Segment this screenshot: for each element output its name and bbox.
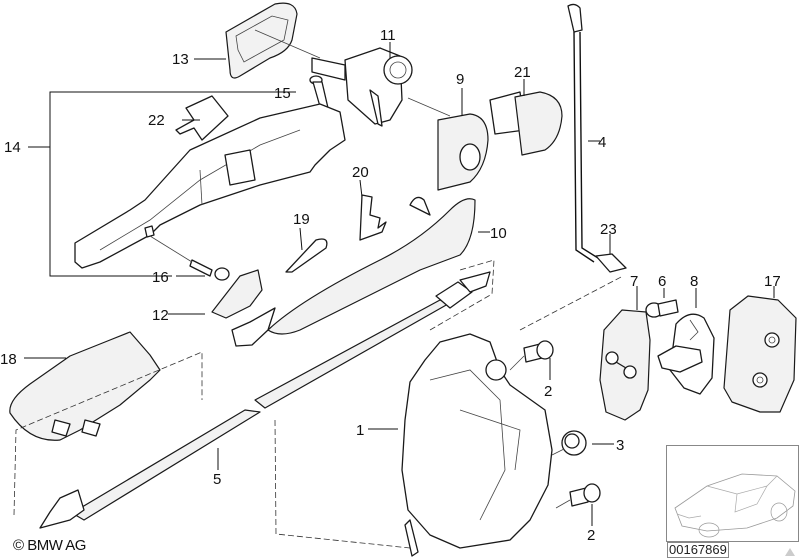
car-outline-icon xyxy=(674,473,796,538)
callout-21[interactable]: 21 xyxy=(514,64,531,81)
part-9-guide xyxy=(407,97,451,117)
callout-10[interactable]: 10 xyxy=(490,225,507,242)
part-13-guide xyxy=(254,29,321,59)
callout-7[interactable]: 7 xyxy=(630,273,638,290)
callout-11[interactable]: 11 xyxy=(380,27,396,44)
callout-4[interactable]: 4 xyxy=(598,134,606,151)
callout-2-lower[interactable]: 2 xyxy=(587,527,595,544)
guide-line-1 xyxy=(274,419,411,549)
callout-12[interactable]: 12 xyxy=(152,307,169,324)
part-2-screw-upper[interactable] xyxy=(523,340,554,363)
part-12-bracket[interactable] xyxy=(211,269,276,347)
callout-19[interactable]: 19 xyxy=(293,211,310,228)
part-3-guide xyxy=(551,448,565,456)
part-3-grommet[interactable] xyxy=(561,430,587,456)
guide-line-18 xyxy=(13,351,203,516)
callout-17[interactable]: 17 xyxy=(764,273,781,290)
part-19-spring[interactable] xyxy=(285,238,328,273)
callout-23[interactable]: 23 xyxy=(600,221,617,238)
part-8-striker[interactable] xyxy=(657,313,715,395)
leader-lines xyxy=(24,42,775,526)
part-15-screw[interactable] xyxy=(309,75,329,111)
callout-3[interactable]: 3 xyxy=(616,437,624,454)
part-2-upper-guide xyxy=(509,355,525,371)
part-2-lower-guide xyxy=(555,499,571,509)
callout-9[interactable]: 9 xyxy=(456,71,464,88)
part-18-inner-handle[interactable] xyxy=(9,331,161,441)
part-2-screw-lower[interactable] xyxy=(569,483,601,507)
part-11-lock-cylinder[interactable] xyxy=(311,47,413,127)
part-6-screw[interactable] xyxy=(645,299,679,318)
part-23-clip[interactable] xyxy=(595,253,627,273)
part-14-handle-carrier[interactable] xyxy=(74,103,346,269)
part-21-cover-cap[interactable] xyxy=(489,91,563,156)
guide-line-23 xyxy=(519,275,624,331)
callout-2-upper[interactable]: 2 xyxy=(544,383,552,400)
part-5-cable[interactable] xyxy=(39,271,491,529)
part-7-plate[interactable] xyxy=(599,309,651,421)
part-13-seal[interactable] xyxy=(225,2,298,79)
callout-16[interactable]: 16 xyxy=(152,269,169,286)
callout-5[interactable]: 5 xyxy=(213,471,221,488)
part-16-guide xyxy=(149,235,193,263)
warning-triangle-icon xyxy=(785,548,795,556)
callout-22[interactable]: 22 xyxy=(148,112,165,129)
part-16-screw[interactable] xyxy=(189,259,230,281)
part-20-clip[interactable] xyxy=(359,194,387,241)
part-4-rod[interactable] xyxy=(567,3,599,263)
part-9-lock-cap[interactable] xyxy=(437,113,489,191)
drawing-number: 00167869 xyxy=(667,542,729,558)
callout-6[interactable]: 6 xyxy=(658,273,666,290)
copyright-label: © BMW AG xyxy=(13,537,86,554)
callout-20[interactable]: 20 xyxy=(352,164,369,181)
callout-18[interactable]: 18 xyxy=(0,351,17,368)
callout-13[interactable]: 13 xyxy=(172,51,189,68)
part-22-clip[interactable] xyxy=(175,95,229,141)
part-10-door-handle[interactable] xyxy=(267,196,476,335)
part-17-cover-plate[interactable] xyxy=(723,295,797,413)
callout-8[interactable]: 8 xyxy=(690,273,698,290)
callout-14[interactable]: 14 xyxy=(4,139,21,156)
part-1-door-lock[interactable] xyxy=(401,333,553,557)
callout-1[interactable]: 1 xyxy=(356,422,364,439)
vehicle-inset-thumbnail xyxy=(666,445,799,542)
callout-15[interactable]: 15 xyxy=(274,85,291,102)
